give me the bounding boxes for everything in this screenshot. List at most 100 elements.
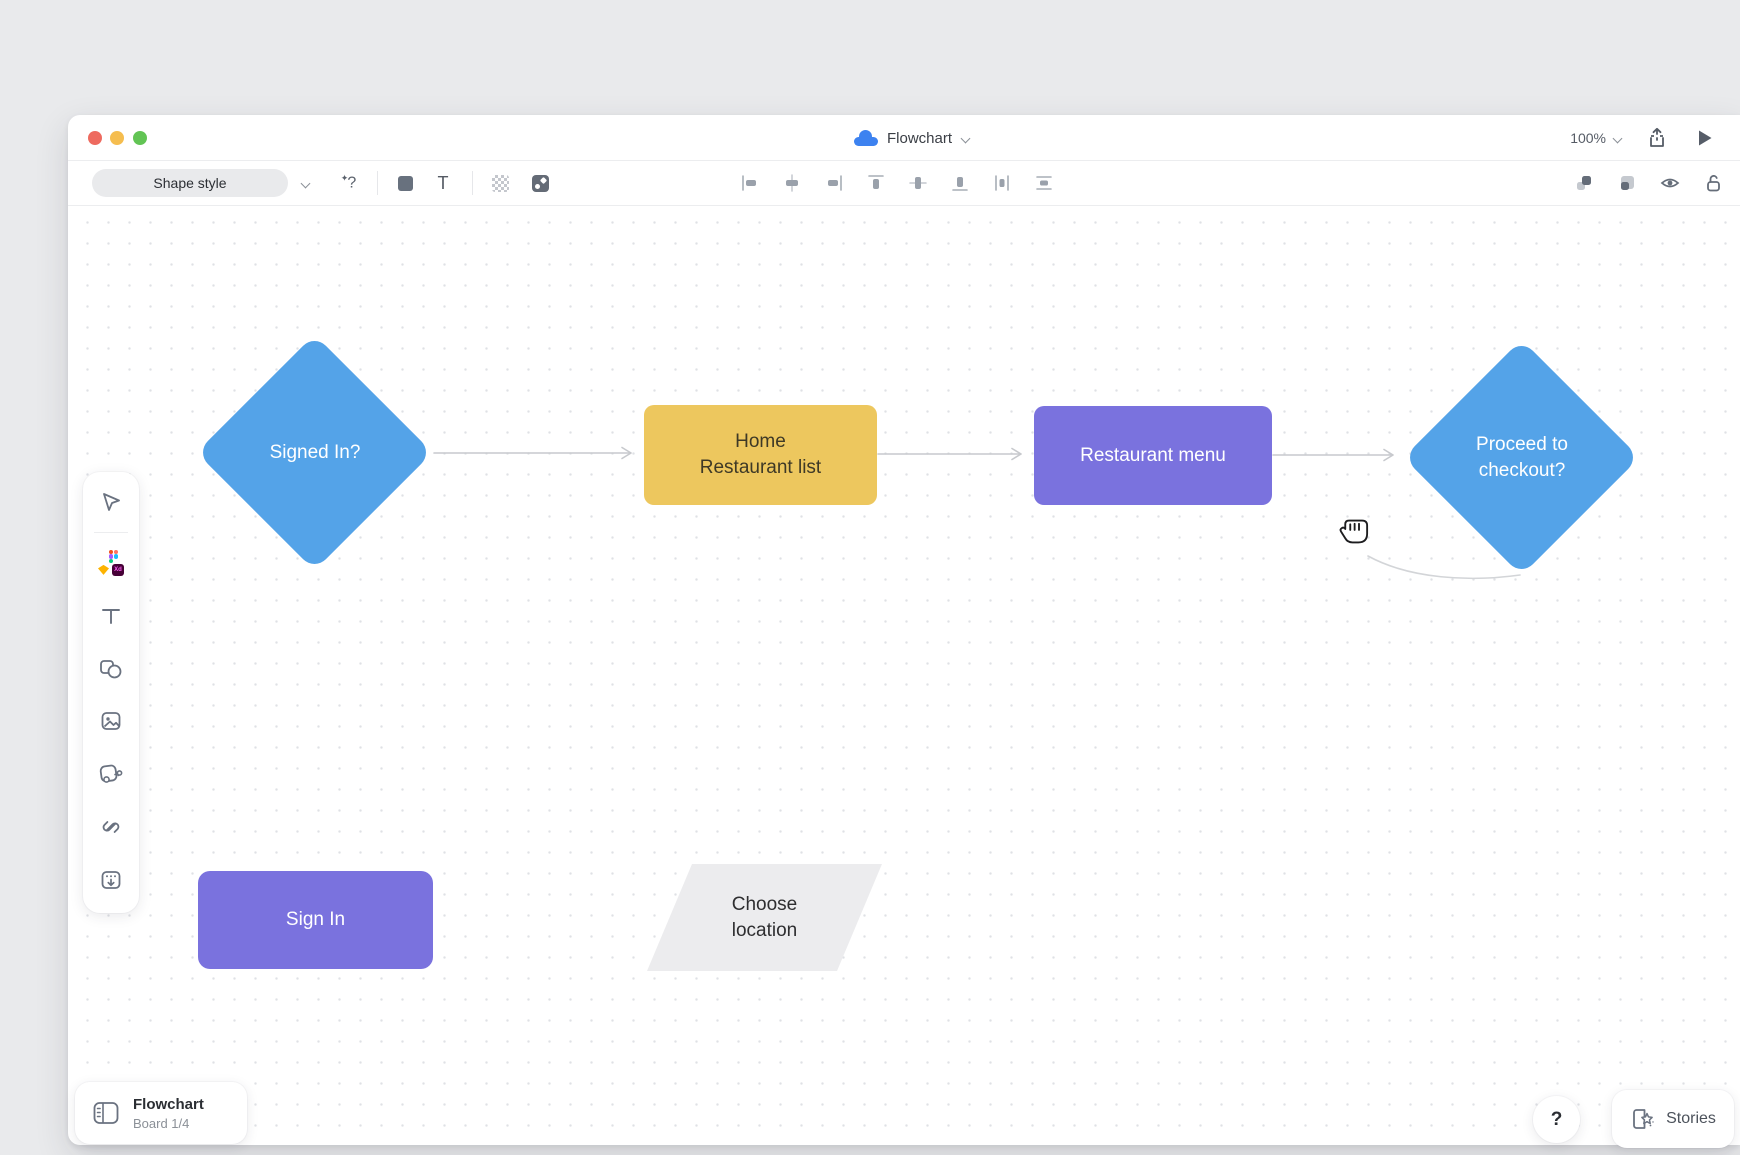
text-tool-icon bbox=[102, 608, 120, 624]
fill-square-icon bbox=[397, 175, 413, 191]
embed-import-icon bbox=[101, 871, 121, 889]
chevron-down-icon bbox=[961, 134, 970, 143]
pattern-fill-button[interactable] bbox=[486, 169, 514, 197]
titlebar: Flowchart 100% bbox=[68, 115, 1740, 160]
texture-style-button[interactable] bbox=[526, 169, 554, 197]
node-choose-location[interactable]: Choose location bbox=[647, 864, 882, 971]
help-label: ? bbox=[1550, 1108, 1563, 1130]
chevron-down-icon[interactable] bbox=[301, 179, 310, 188]
board-icon bbox=[93, 1102, 119, 1124]
rail-divider bbox=[94, 531, 128, 533]
node-label: Proceed to checkout? bbox=[1476, 434, 1568, 481]
align-middle-vertical-icon bbox=[909, 177, 927, 189]
alignment-tools bbox=[736, 169, 1058, 197]
present-play-icon bbox=[1699, 130, 1712, 146]
fill-color-button[interactable] bbox=[391, 169, 419, 197]
align-right-icon bbox=[828, 175, 842, 191]
help-button[interactable]: ? bbox=[1533, 1096, 1580, 1143]
sketch-icon bbox=[98, 564, 109, 575]
close-button[interactable] bbox=[88, 131, 102, 145]
duplicate-button[interactable] bbox=[1570, 169, 1598, 197]
align-bottom-icon bbox=[952, 177, 968, 191]
embed-tool[interactable] bbox=[91, 860, 131, 900]
align-top-button[interactable] bbox=[862, 169, 890, 197]
shapes-tool[interactable] bbox=[91, 649, 131, 689]
select-tool[interactable] bbox=[91, 482, 131, 522]
layer-order-button[interactable] bbox=[1613, 169, 1641, 197]
text-icon: T bbox=[437, 172, 449, 193]
share-icon bbox=[1649, 127, 1665, 147]
titlebar-divider bbox=[68, 160, 1740, 161]
object-tools bbox=[1570, 169, 1727, 197]
chevron-down-icon bbox=[1613, 134, 1622, 143]
node-label: Signed In? bbox=[269, 442, 361, 463]
visibility-eye-icon bbox=[1660, 178, 1680, 188]
duplicate-icon bbox=[1577, 176, 1591, 190]
zoom-level-control[interactable]: 100% bbox=[1570, 130, 1622, 146]
align-center-horizontal-icon bbox=[786, 174, 798, 192]
node-home-restaurant-list[interactable]: Home Restaurant list bbox=[644, 405, 877, 505]
node-label: Home Restaurant list bbox=[699, 431, 822, 478]
distribute-horizontal-icon bbox=[995, 175, 1009, 191]
sticker-tool[interactable] bbox=[91, 754, 131, 794]
align-bottom-button[interactable] bbox=[946, 169, 974, 197]
layer-order-icon bbox=[1621, 176, 1634, 190]
stories-button[interactable]: Stories bbox=[1612, 1090, 1734, 1148]
align-left-icon bbox=[742, 175, 756, 191]
app-window: Flowchart 100% bbox=[68, 115, 1740, 1148]
design-apps-icon: Xd bbox=[98, 549, 124, 576]
text-style-button[interactable]: T bbox=[429, 169, 457, 197]
share-button[interactable] bbox=[1644, 125, 1670, 151]
distribute-vertical-icon bbox=[1036, 176, 1052, 190]
unlock-icon bbox=[1707, 175, 1720, 192]
stories-wand-icon bbox=[1633, 1109, 1654, 1129]
board-title: Flowchart bbox=[133, 1095, 204, 1113]
align-center-horizontal-button[interactable] bbox=[778, 169, 806, 197]
node-restaurant-menu[interactable]: Restaurant menu bbox=[1034, 406, 1272, 505]
distribute-vertical-button[interactable] bbox=[1030, 169, 1058, 197]
node-label: Sign In bbox=[285, 909, 346, 930]
design-import-tool[interactable]: Xd bbox=[91, 543, 131, 583]
distribute-horizontal-button[interactable] bbox=[988, 169, 1016, 197]
node-label: Choose location bbox=[731, 893, 798, 941]
toolbar: Shape style ✦? T bbox=[68, 161, 1740, 205]
shape-style-label: Shape style bbox=[153, 175, 227, 191]
grab-hand-cursor bbox=[1339, 519, 1369, 544]
node-proceed-to-checkout[interactable]: Proceed to checkout? bbox=[1403, 339, 1640, 576]
stories-label: Stories bbox=[1666, 1110, 1716, 1127]
shapes-icon bbox=[100, 659, 122, 678]
lock-button[interactable] bbox=[1699, 169, 1727, 197]
minimize-button[interactable] bbox=[110, 131, 124, 145]
image-icon bbox=[101, 712, 121, 731]
texture-square-icon bbox=[531, 174, 549, 192]
xd-icon: Xd bbox=[112, 563, 124, 576]
node-sign-in[interactable]: Sign In bbox=[198, 871, 433, 969]
shape-style-dropdown[interactable]: Shape style bbox=[92, 169, 288, 197]
document-title-menu[interactable]: Flowchart bbox=[854, 125, 970, 151]
fullscreen-button[interactable] bbox=[133, 131, 147, 145]
image-tool[interactable] bbox=[91, 702, 131, 742]
board-switcher[interactable]: Flowchart Board 1/4 bbox=[75, 1082, 247, 1144]
toolbar-separator bbox=[472, 171, 473, 195]
ai-suggest-button[interactable]: ✦? bbox=[334, 169, 362, 197]
align-right-button[interactable] bbox=[820, 169, 848, 197]
document-title: Flowchart bbox=[887, 129, 953, 147]
board-page-indicator: Board 1/4 bbox=[133, 1115, 190, 1131]
toolbar-separator bbox=[377, 171, 378, 195]
node-signed-in[interactable]: Signed In? bbox=[196, 334, 433, 571]
sticker-icon bbox=[99, 764, 123, 784]
link-tool[interactable] bbox=[91, 807, 131, 847]
cursor-arrow-icon bbox=[103, 493, 120, 511]
present-button[interactable] bbox=[1692, 125, 1718, 151]
align-left-button[interactable] bbox=[736, 169, 764, 197]
text-tool[interactable] bbox=[91, 596, 131, 636]
sparkle-question-icon: ✦? bbox=[340, 173, 356, 192]
align-top-icon bbox=[868, 175, 884, 189]
visibility-button[interactable] bbox=[1656, 169, 1684, 197]
zoom-level-value: 100% bbox=[1570, 130, 1606, 146]
align-middle-vertical-button[interactable] bbox=[904, 169, 932, 197]
canvas[interactable]: Signed In? Home Restaurant list Restaura… bbox=[68, 205, 1740, 1145]
cloud-icon bbox=[854, 130, 878, 146]
node-label: Restaurant menu bbox=[1080, 444, 1226, 466]
